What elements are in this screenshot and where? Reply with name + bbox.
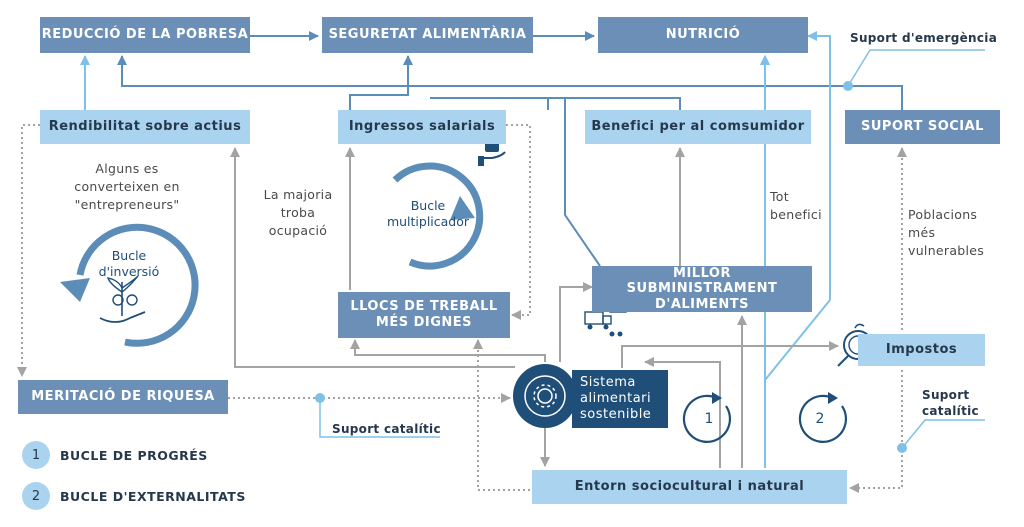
arrow-system-to-assets — [230, 147, 515, 368]
emergency-connector — [843, 49, 985, 91]
arrow-taxes-to-system — [644, 357, 721, 468]
arrow-social-to-poverty — [117, 55, 903, 110]
arrow-catalytic-to-environment — [849, 370, 985, 493]
text-vulnerable: Poblacions més vulnerables — [908, 207, 985, 259]
legend-num-1: 1 — [22, 441, 50, 469]
box-sustainable-system: Sistema alimentari sostenible — [572, 370, 668, 428]
arrow-jobs-to-environment-dotted — [473, 339, 530, 491]
arrow-system-to-supply — [559, 282, 593, 362]
loop-2-icon — [798, 392, 847, 443]
loop-1-icon — [682, 392, 731, 443]
box-consumer-benefit: Benefici per al comsumidor — [585, 110, 811, 144]
loop-1-number: 1 — [704, 411, 714, 427]
legend-label-2: BUCLE D'EXTERNALITATS — [60, 489, 246, 504]
box-wealth-accumulation: MERITACIÓ DE RIQUESA — [18, 380, 228, 414]
arrow-wage-to-security — [349, 55, 413, 110]
box-nutrition: NUTRICIÓ — [598, 17, 808, 53]
box-asset-returns: Rendibilitat sobre actius — [40, 110, 250, 144]
arrow-emergency-to-nutrition — [807, 31, 831, 300]
investment-loop-label: Bucle d'inversió — [98, 248, 160, 279]
arrow-wage-to-jobs-dotted — [506, 124, 531, 320]
text-all-benefit: Tot benefici — [770, 189, 822, 223]
box-poverty-reduction: REDUCCIÓ DE LA POBRESA — [40, 17, 250, 53]
text-entrepreneurs: Alguns es converteixen en "entrepreneurs… — [74, 161, 180, 213]
investment-loop-icon — [60, 223, 199, 347]
box-decent-jobs: LLOCS DE TREBALL MÉS DIGNES — [338, 292, 510, 338]
catalytic-left-connector — [315, 393, 440, 438]
label-catalytic-support-left: Suport catalític — [332, 422, 441, 436]
arrow-assets-to-wealth-dotted — [17, 124, 40, 377]
box-environment: Entorn sociocultural i natural — [532, 470, 847, 504]
text-majority-jobs: La majoria troba ocupació — [263, 187, 333, 239]
box-social-support: SUPORT SOCIAL — [845, 110, 1000, 144]
loop-2-number: 2 — [815, 411, 825, 427]
legend-label-1: BUCLE DE PROGRÉS — [60, 448, 208, 463]
multiplier-loop-label: Bucle multiplicador — [386, 198, 470, 229]
multiplier-loop-icon — [392, 162, 484, 270]
box-food-security: SEGURETAT ALIMENTÀRIA — [322, 17, 533, 53]
hand-money-icon — [478, 142, 506, 166]
label-catalytic-support-right: Suport catalític — [922, 388, 979, 418]
label-emergency-support: Suport d'emergència — [850, 31, 998, 45]
legend-num-2: 2 — [22, 482, 50, 510]
arrow-supply-to-security — [430, 97, 601, 267]
hand-plant-icon — [99, 275, 146, 323]
box-better-supply: MILLOR SUBMINISTRAMENT D'ALIMENTS — [592, 266, 812, 312]
gear-cycle-icon — [513, 364, 577, 428]
arrow-system-to-jobs — [350, 339, 546, 362]
arrow-system-to-taxes — [621, 341, 839, 368]
arrow-consumer-to-security — [547, 97, 681, 110]
box-taxes: Impostos — [858, 334, 985, 366]
box-wage-income: Ingressos salarials — [338, 110, 506, 144]
arrow-environment-diagonal — [764, 299, 831, 381]
